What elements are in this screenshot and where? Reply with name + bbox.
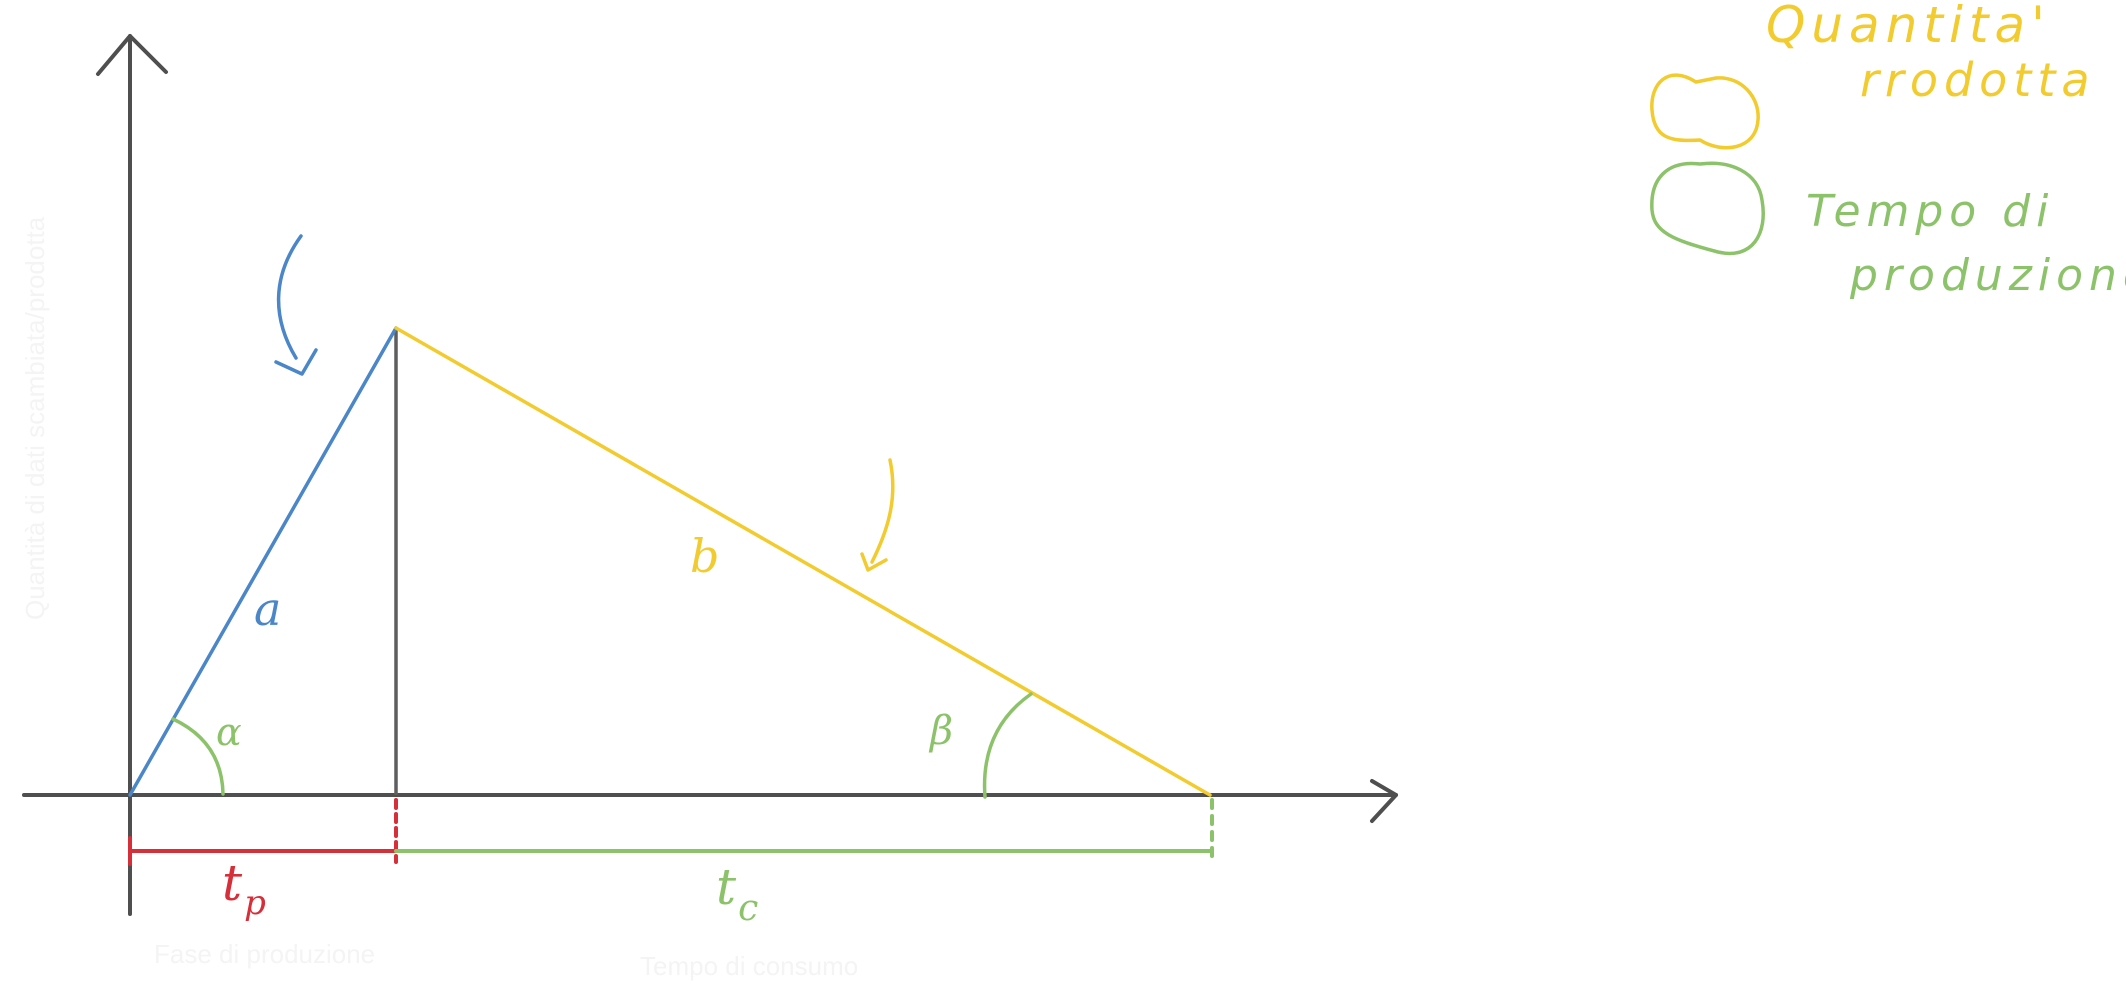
legend-label-line2-produzione: produzione (1849, 250, 2126, 301)
label-tc: tc (716, 858, 758, 929)
legend-label-line1-tempo-di: Tempo di (1806, 186, 2054, 237)
legend: Quantita' rrodotta Tempo di produzione (1650, 0, 2126, 301)
side-b-line (394, 326, 1212, 797)
label-alpha: α (216, 710, 242, 754)
y-axis (96, 34, 168, 916)
blue-arrow-icon (274, 234, 318, 376)
angle-alpha-arc (171, 717, 225, 796)
faint-x-label-consumption: Tempo di consumo (640, 951, 858, 981)
faint-x-label-production: Fase di produzione (154, 939, 375, 969)
angle-beta-arc (982, 692, 1033, 799)
x-axis (22, 779, 1398, 823)
yellow-arrow-icon (860, 458, 895, 572)
label-beta: β (928, 708, 953, 754)
label-side-a: a (254, 582, 281, 636)
faint-y-axis-label: Quantità di dati scambiata/prodotta (20, 216, 50, 620)
tc-segment (394, 798, 1214, 864)
tp-segment (128, 798, 398, 866)
legend-swatch-yellow (1650, 73, 1760, 150)
label-side-b: b (690, 529, 719, 583)
side-a-line (128, 326, 398, 797)
legend-swatch-green (1650, 161, 1765, 256)
legend-label-line2-prodotta: rrodotta (1860, 53, 2096, 107)
label-tp: tp (222, 854, 266, 923)
legend-label-line1-quantita: Quantita' (1766, 0, 2051, 54)
